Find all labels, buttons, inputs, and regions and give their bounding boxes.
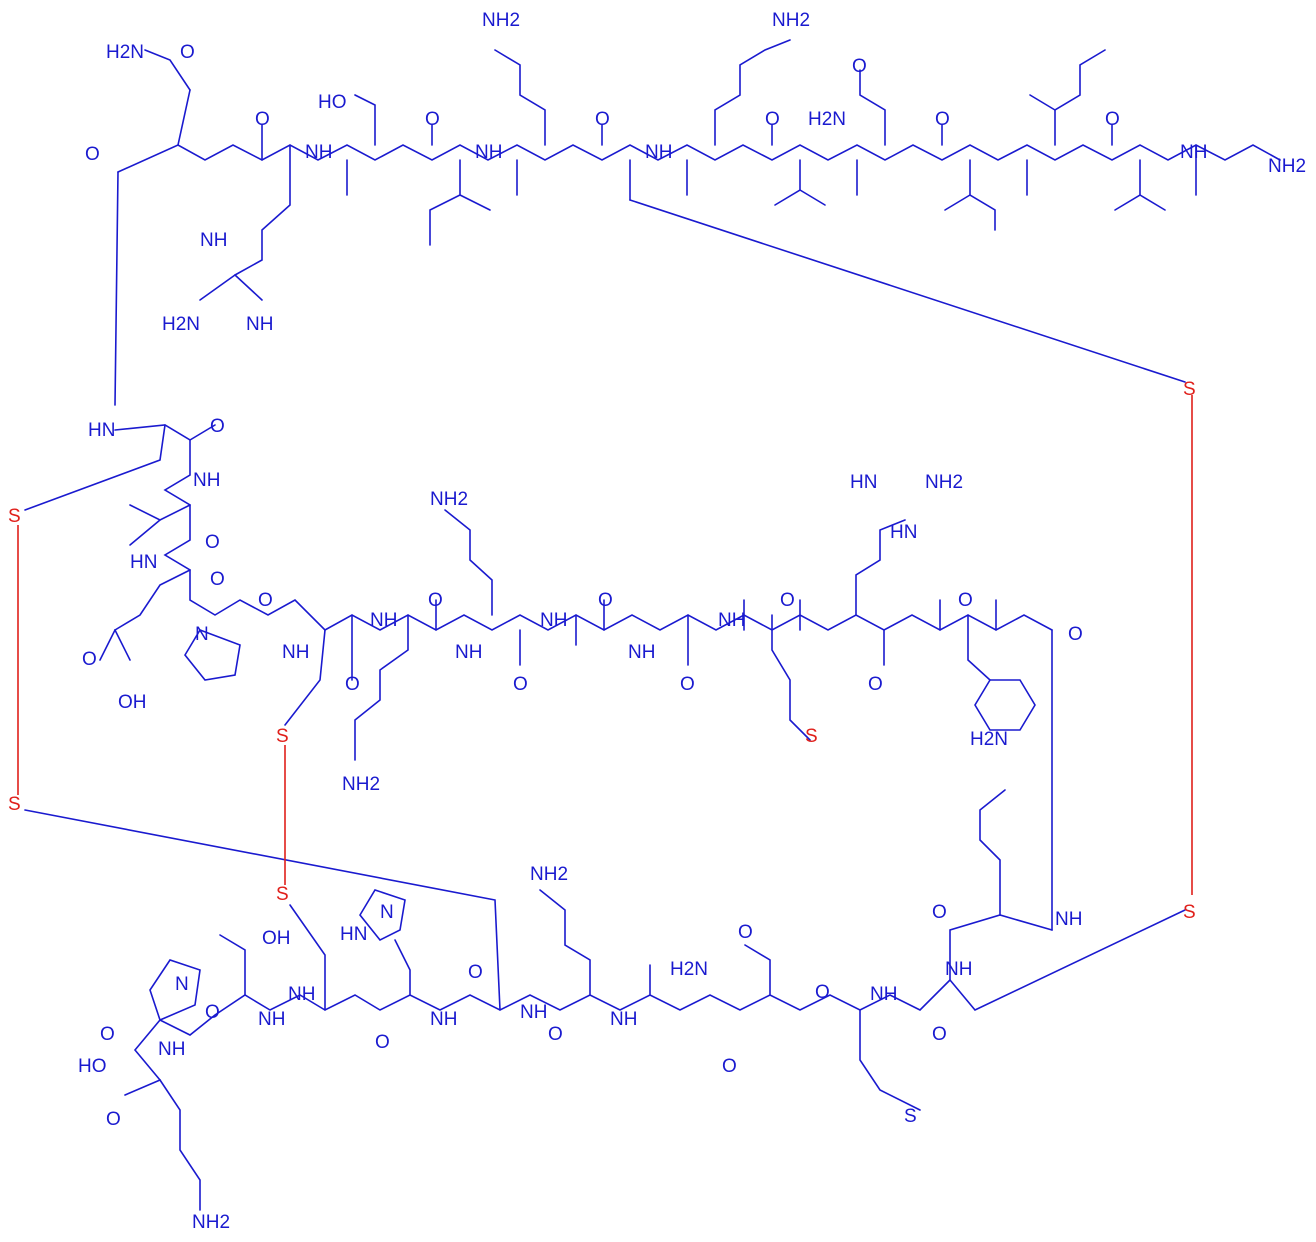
atom-label: HN [890,522,917,543]
atom-label: O [958,590,973,611]
atom-label: NH [246,314,273,335]
atom-label: NH2 [482,10,520,31]
atom-label: H2N [808,109,846,130]
atom-label: O [513,674,528,695]
atom-label: S [904,1106,917,1127]
atom-label: NH [288,984,315,1005]
atom-label: N [380,902,394,923]
atom-label: NH2 [925,472,963,493]
atom-label: HN [130,552,157,573]
atom-label: O [932,1024,947,1045]
atom-label: H2N [670,959,708,980]
atom-label: S [805,726,818,747]
atom-label: O [180,42,195,63]
atom-label: NH2 [342,774,380,795]
atom-label: NH2 [430,489,468,510]
atom-label: S [1183,379,1196,400]
atom-label: O [428,590,443,611]
atom-label: O [595,109,610,130]
atom-label: S [8,506,21,527]
atom-label: H2N [106,42,144,63]
atom-label: S [276,726,289,747]
atom-label: NH [430,1009,457,1030]
atom-label: O [780,590,795,611]
atom-label: N [195,624,209,645]
atom-label: O [738,922,753,943]
atom-label: NH [540,610,567,631]
atom-label: O [210,416,225,437]
atom-label: O [425,109,440,130]
atom-label: O [815,982,830,1003]
atom-label: NH [282,642,309,663]
atom-label: O [1068,624,1083,645]
atom-label: NH [945,959,972,980]
atom-label: O [100,1024,115,1045]
atom-label: NH2 [1268,156,1306,177]
atom-label: O [722,1056,737,1077]
atom-label: HO [78,1056,107,1077]
backbone-bonds-top [114,39,1281,406]
backbone-bonds-bottom [24,789,1186,1211]
atom-label: NH [370,610,397,631]
atom-label: O [1105,109,1120,130]
atom-label: H2N [162,314,200,335]
atom-label: NH [718,610,745,631]
atom-label: N [175,974,189,995]
atom-label: NH [520,1002,547,1023]
atom-label: O [258,590,273,611]
atom-label: O [765,109,780,130]
atom-label: NH [1055,909,1082,930]
atom-label: NH [610,1009,637,1030]
atom-label: NH [200,230,227,251]
atom-label: O [680,674,695,695]
atom-label: NH [455,642,482,663]
atom-label: S [8,794,21,815]
atom-label: O [468,962,483,983]
atom-label: NH [475,142,502,163]
atom-label: S [276,884,289,905]
atom-label: S [1183,902,1196,923]
atom-label: NH [870,984,897,1005]
atom-label: OH [118,692,147,713]
atom-label: O [852,56,867,77]
atom-label: NH [158,1039,185,1060]
atom-label: O [375,1032,390,1053]
atom-label: HO [318,92,347,113]
atom-label: O [82,649,97,670]
atom-label: HN [88,420,115,441]
disulfide-bonds [17,395,1193,895]
atom-label: O [932,902,947,923]
atom-label: NH [193,470,220,491]
atom-label: O [205,532,220,553]
atom-label: O [345,674,360,695]
atom-label: NH [305,142,332,163]
atom-label: NH2 [192,1212,230,1233]
atom-label: NH [628,642,655,663]
atom-label: O [935,109,950,130]
atom-labels: H2N O NH2 NH2 HO O O NH NH N O O O H2N O… [8,10,1306,1233]
atom-label: O [85,144,100,165]
atom-label: HN [850,472,877,493]
atom-label: O [548,1024,563,1045]
atom-label: O [598,590,613,611]
atom-label: NH2 [772,10,810,31]
atom-label: HN [340,924,367,945]
atom-label: O [106,1109,121,1130]
atom-label: NH [1180,142,1207,163]
atom-label: O [210,569,225,590]
atom-label: NH [258,1009,285,1030]
backbone-bonds-middle [24,424,1053,931]
atom-label: OH [262,928,291,949]
atom-label: O [255,109,270,130]
atom-label: O [868,674,883,695]
atom-label: NH2 [530,864,568,885]
atom-label: H2N [970,729,1008,750]
atom-label: O [205,1002,220,1023]
atom-label: NH [645,142,672,163]
